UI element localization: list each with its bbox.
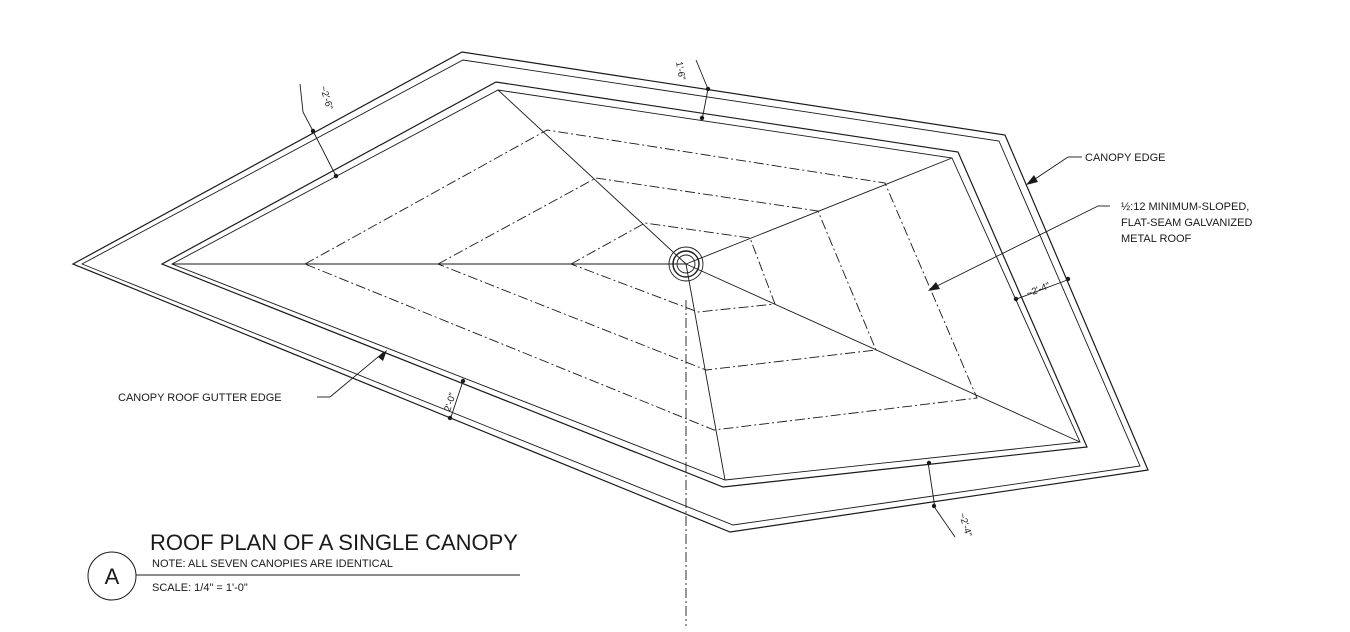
roof-note-leader: ½:12 MINIMUM-SLOPED, FLAT-SEAM GALVANIZE… — [928, 201, 1252, 291]
slope-contours — [303, 129, 978, 431]
canopy-edge-leader: CANOPY EDGE — [1026, 152, 1166, 185]
ridge-lines — [172, 89, 1081, 481]
canopy-outer-edge — [71, 51, 1149, 533]
roof-note-line2: FLAT-SEAM GALVANIZED — [1121, 217, 1252, 229]
dimension-upper-left-text: ~2'-6" — [317, 85, 335, 112]
dimension-top-text: 1'-6" — [673, 61, 687, 82]
dimension-upper-left: ~2'-6" — [299, 83, 339, 179]
drawing-note: NOTE: ALL SEVEN CANOPIES ARE IDENTICAL — [152, 558, 393, 570]
dimension-bottom-left-text: 2'-0" — [442, 392, 458, 413]
gutter-edge — [160, 81, 1088, 488]
canopy-edge-label: CANOPY EDGE — [1085, 152, 1166, 164]
gutter-edge-label: CANOPY ROOF GUTTER EDGE — [118, 392, 282, 404]
roof-note-line3: METAL ROOF — [1121, 233, 1192, 245]
title-block: A ROOF PLAN OF A SINGLE CANOPY NOTE: ALL… — [87, 530, 520, 601]
dimension-bottom-left: 2'-0" — [442, 378, 466, 421]
roof-note-line1: ½:12 MINIMUM-SLOPED, — [1121, 201, 1249, 213]
drawing-scale: SCALE: 1/4" = 1'-0" — [152, 582, 248, 594]
roof-drain-icon — [668, 246, 704, 282]
detail-bubble-letter: A — [105, 564, 120, 589]
dimension-right-text: ~2'-4" — [1025, 280, 1052, 299]
dimension-bottom-right-text: ~2'-4" — [956, 512, 974, 539]
gutter-edge-leader: CANOPY ROOF GUTTER EDGE — [118, 350, 387, 404]
canopy-outer-edge-inner-line — [80, 59, 1141, 526]
dimension-top: 1'-6" — [673, 59, 711, 121]
detail-bubble — [87, 551, 137, 601]
drawing-title: ROOF PLAN OF A SINGLE CANOPY — [150, 530, 518, 555]
